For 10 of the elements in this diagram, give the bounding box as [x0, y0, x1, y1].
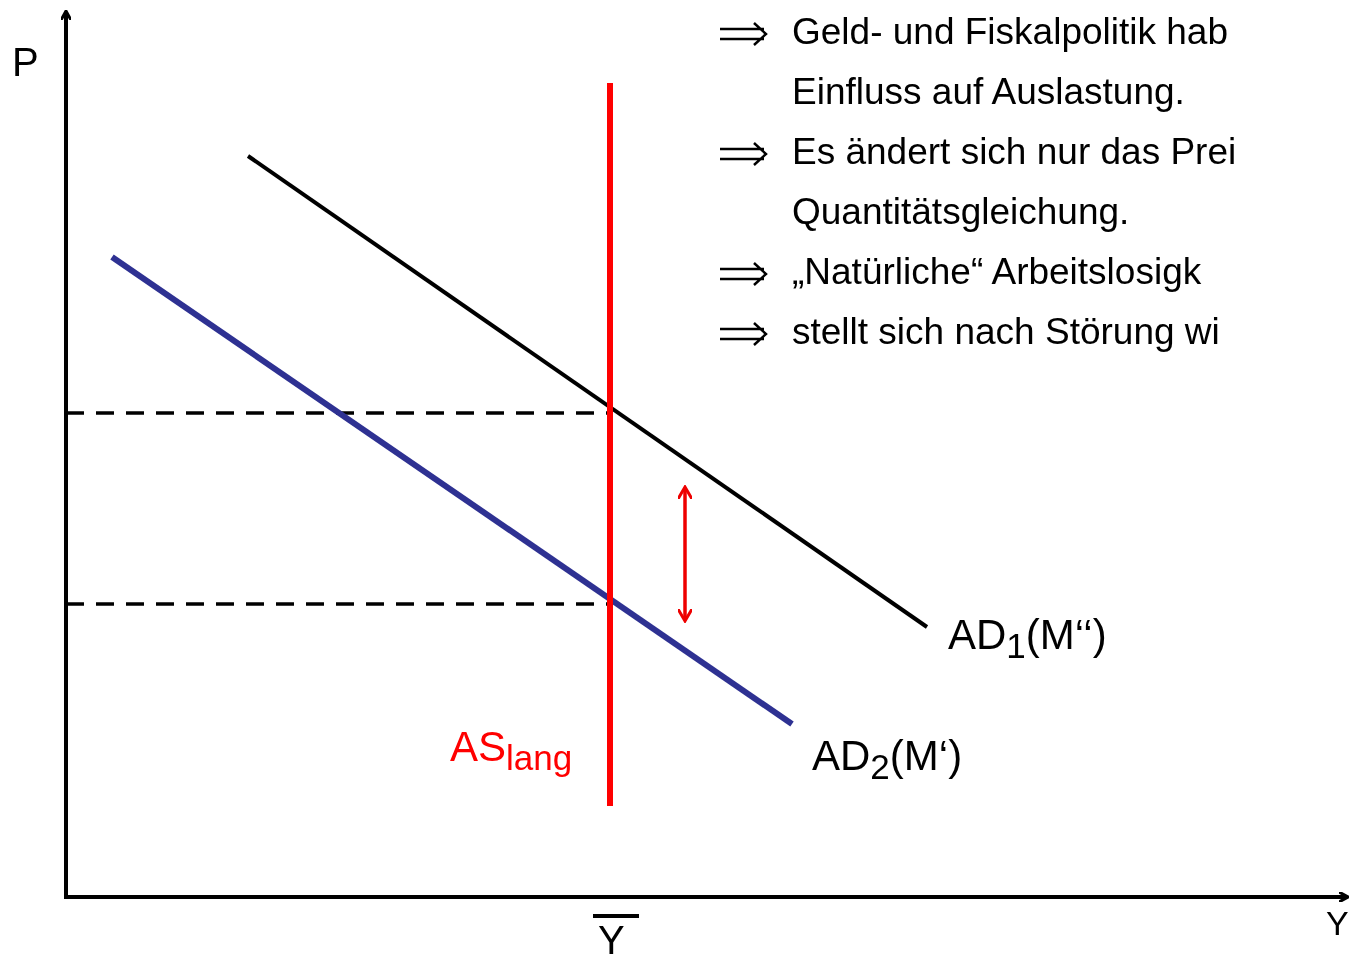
- axis-label: P: [12, 40, 39, 84]
- bullet-text: Es ändert sich nur das Prei Quantitätsgleichung.: [792, 130, 1238, 234]
- curve-label: AD$_{1}$(M‘‘): [948, 612, 1107, 666]
- curve-label: AD$_{2}$(M‘): [812, 733, 963, 787]
- axis-label: Y: [598, 918, 625, 962]
- curve-label: AS$_{lang}$: [450, 724, 573, 778]
- bullet-text: „Natürliche“ Arbeitslosigk: [792, 250, 1203, 294]
- bullet-text: stellt sich nach Störung wi: [792, 310, 1221, 354]
- axis-label: Y: [1326, 905, 1349, 943]
- bullet-text: Geld- und Fiskalpolitik hab Einfluss auf Auslastung.: [792, 10, 1229, 114]
